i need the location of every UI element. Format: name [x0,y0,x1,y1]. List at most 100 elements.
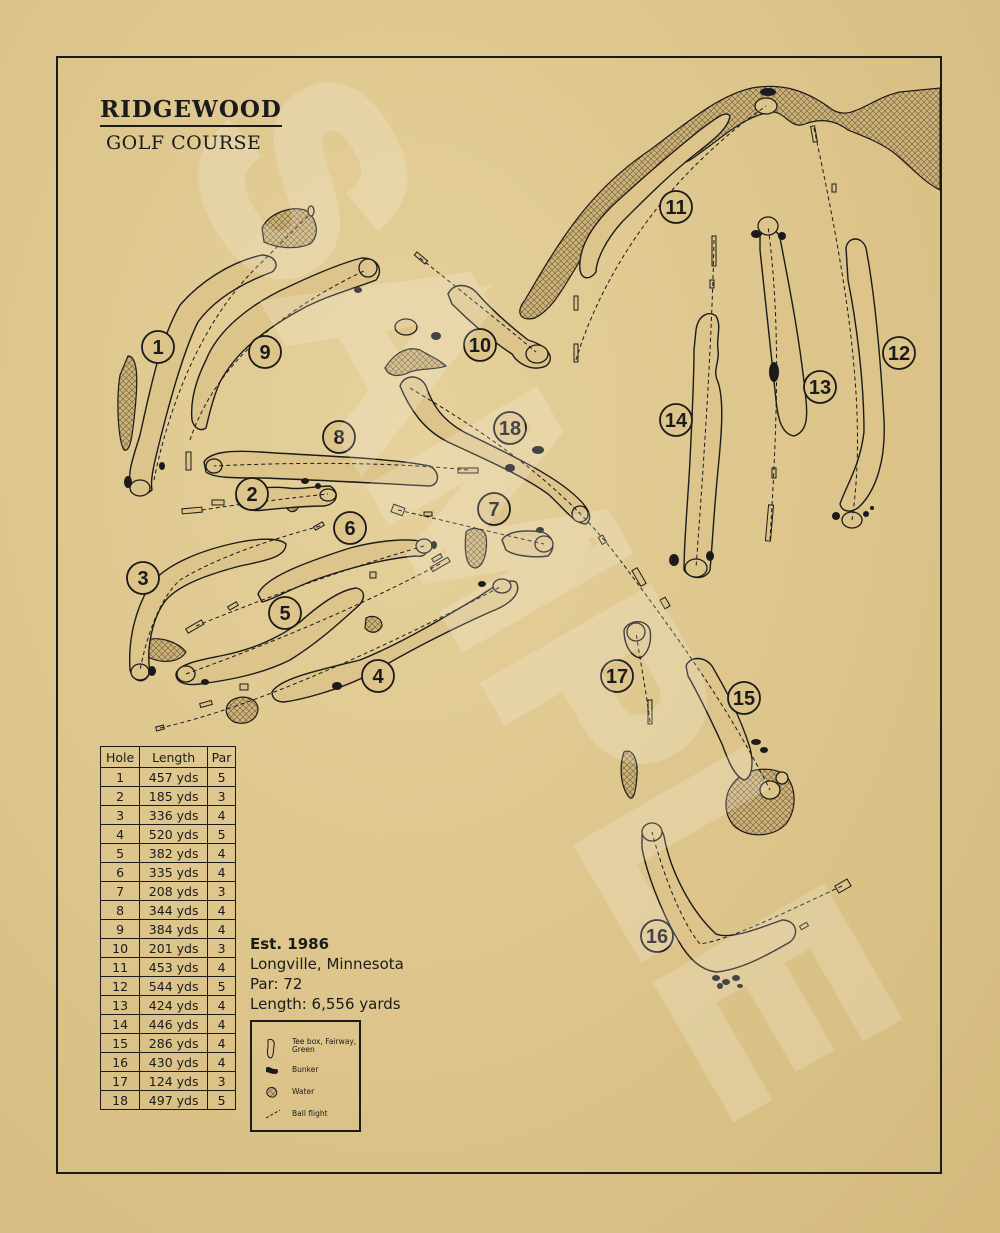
fairway-hole-11 [579,113,731,279]
cell-par: 5 [207,767,236,787]
tee-box [711,235,717,267]
ball-flight-hole-15 [409,387,771,791]
header-par: Par [207,746,236,768]
cell-length: 201 yds [139,938,209,958]
legend-bunker-label: Bunker [292,1065,319,1074]
cell-length: 382 yds [139,843,209,863]
course-subtitle: GOLF COURSE [106,132,262,154]
tee-box [185,619,205,634]
bunker-icon [717,983,723,989]
fairway-icon [266,1038,275,1059]
course-title: RIDGEWOOD [100,96,282,127]
cell-hole: 8 [99,900,141,920]
bunker-icon [478,581,486,587]
bunker-icon [431,541,437,549]
header-length: Length [139,746,209,768]
cell-par: 4 [207,843,236,863]
water-hazard-5 [364,615,383,633]
cell-hole: 12 [99,976,141,996]
fairway-hole-14 [683,312,723,579]
bunker-icon [532,446,544,454]
legend-fairway-label: Tee box, Fairway, Green [292,1037,357,1054]
fairway-hole-8 [203,450,439,487]
cell-length: 384 yds [139,919,209,939]
cell-par: 4 [207,805,236,825]
cell-length: 124 yds [139,1071,209,1091]
hole-number-3: 3 [137,568,148,590]
hole-marker-11 [659,190,693,224]
cell-hole: 7 [99,881,141,901]
ball-flight-hole-1 [153,213,311,481]
cell-par: 3 [207,1071,236,1091]
hole-marker-4 [361,659,395,693]
bunker-icon [751,739,761,745]
bunker-icon [832,512,840,520]
cell-hole: 5 [99,843,141,863]
water-hazard-4 [225,696,259,724]
bunker-icon [863,511,869,517]
legend-flight-label: Ball flight [292,1109,328,1118]
hole-number-10: 10 [469,335,491,357]
green-hole-5 [176,665,196,683]
tee-box [369,571,377,579]
ball-flight-hole-10 [419,257,537,353]
cell-hole: 6 [99,862,141,882]
cell-length: 208 yds [139,881,209,901]
bunker-icon [354,287,362,293]
cell-par: 3 [207,881,236,901]
cell-length: 446 yds [139,1014,209,1034]
bunker-icon [751,230,761,238]
cell-length: 497 yds [139,1090,209,1110]
header-hole: Hole [99,746,141,768]
water-hazard-10 [384,348,448,377]
water-hazard-1-left [117,355,138,451]
water-hazard-17 [620,750,638,799]
tee-box [181,506,203,515]
cell-par: 5 [207,976,236,996]
hole-number-7: 7 [488,499,499,521]
ball-flight-hole-11 [575,105,767,361]
hole-number-9: 9 [259,342,270,364]
bunker-icon [737,984,743,988]
hole-number-8: 8 [333,427,344,449]
tee-box [659,596,671,610]
course-location: Longville, Minnesota [250,955,404,973]
cell-hole: 14 [99,1014,141,1034]
cell-length: 544 yds [139,976,209,996]
bunker-icon [706,551,714,561]
green-hole-13 [757,216,779,236]
course-par: Par: 72 [250,975,303,993]
cell-hole: 2 [99,786,141,806]
hole-number-17: 17 [606,666,628,688]
water-icon [266,1087,278,1098]
cell-length: 424 yds [139,995,209,1015]
hole-number-2: 2 [246,484,257,506]
green-hole-1-top [307,205,315,217]
cell-hole: 18 [99,1090,141,1110]
fairway-hole-15 [685,657,753,781]
cell-hole: 16 [99,1052,141,1072]
hole-marker-8 [322,420,356,454]
hole-marker-5 [268,596,302,630]
ball-flight-hole-16 [651,831,843,945]
cell-par: 4 [207,1033,236,1053]
ball-flight-hole-14 [695,239,715,569]
fairway-hole-12 [839,238,885,512]
hole-marker-3 [126,561,160,595]
ball-flight-hole-8 [213,462,469,471]
cell-hole: 10 [99,938,141,958]
bunker-icon [148,666,156,676]
map-legend: Tee box, Fairway, Green Bunker Water Bal… [250,1020,361,1132]
tee-box [430,553,444,563]
tee-box [185,451,192,471]
hole-number-1: 1 [152,337,163,359]
hole-number-14: 14 [665,410,688,432]
